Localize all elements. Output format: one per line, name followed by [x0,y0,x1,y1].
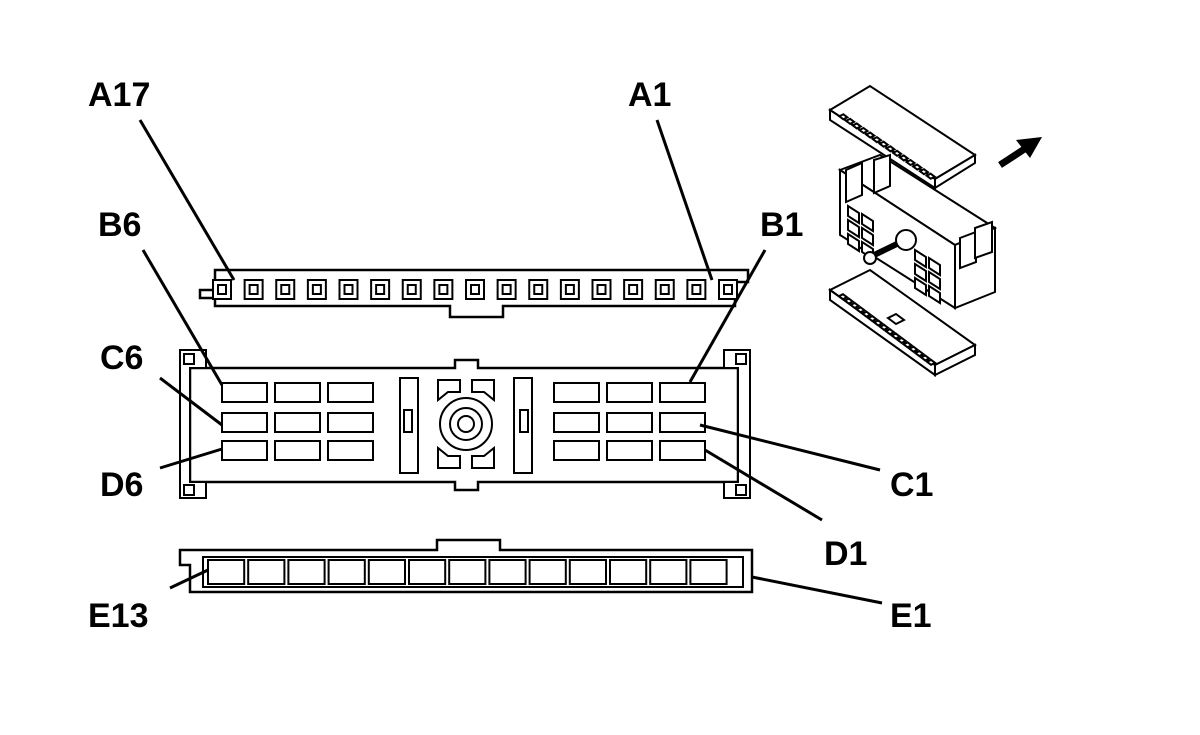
block-cavity [327,382,374,403]
row-e-pin [488,559,527,585]
connector-row-a [198,268,750,319]
center-key-post [437,379,495,469]
block-cavity [274,382,321,403]
label-a1: A1 [628,76,671,114]
leader-b6 [141,249,224,386]
label-c1: C1 [890,466,933,504]
row-e-pin [327,559,366,585]
block-cavity [221,412,268,433]
leader-lines [138,119,883,605]
block-cavity [274,412,321,433]
leader-b1 [688,249,767,383]
block-cavities [221,382,706,461]
label-d6: D6 [100,466,143,504]
block-cavity [274,440,321,461]
arrow-up-right-icon [998,137,1042,168]
label-d1: D1 [824,535,867,573]
label-c6: C6 [100,339,143,377]
leader-d1 [704,448,823,522]
connector-block-bcd [179,349,751,499]
row-e-pin [448,559,487,585]
leader-a17 [138,119,236,281]
block-cavity [221,440,268,461]
exploded-middle-housing [837,153,998,310]
row-e-pin [408,559,447,585]
exploded-top-strip [828,84,977,190]
row-e-pin [528,559,567,585]
leader-a1 [655,119,714,281]
row-e-pin [689,559,728,585]
block-cavity [659,412,706,433]
block-cavity [606,440,653,461]
connector-row-e [178,538,754,594]
leader-c1 [699,423,881,472]
label-e1: E1 [890,597,932,635]
row-e-pin [649,559,688,585]
leader-e1 [751,575,883,605]
block-cavity [606,412,653,433]
row-e-pin [367,559,406,585]
row-e-pin [568,559,607,585]
block-cavity [553,440,600,461]
block-cavity [327,440,374,461]
label-b6: B6 [98,206,141,244]
row-e-pin [609,559,648,585]
row-e-pins [207,559,728,585]
label-a17: A17 [88,76,150,114]
block-cavity [221,382,268,403]
leader-c6 [159,376,223,427]
block-cavity [659,382,706,403]
row-e-pin [207,559,246,585]
label-e13: E13 [88,597,149,635]
label-b1: B1 [760,206,803,244]
block-cavity [327,412,374,433]
row-a-pins [212,279,738,300]
leader-d6 [159,447,223,470]
block-cavity [606,382,653,403]
exploded-bottom-strip [828,268,977,377]
block-cavity [553,412,600,433]
pin-labels: A17 A1 B6 B1 C6 C1 D6 D1 E13 E1 [88,76,933,635]
leader-e13 [169,568,209,590]
row-e-pin [247,559,286,585]
connector-exploded-view-icon [828,84,1042,377]
row-e-pin [287,559,326,585]
block-cavity [553,382,600,403]
block-cavity [659,440,706,461]
